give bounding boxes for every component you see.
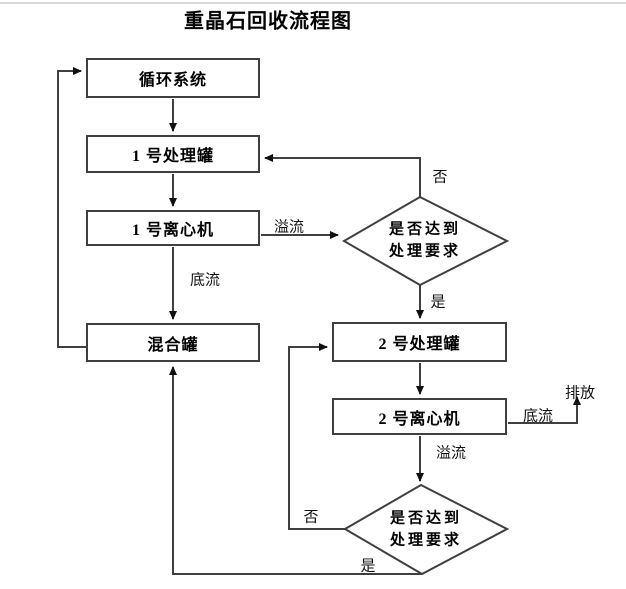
edge-label-yes-1: 是 <box>430 294 446 311</box>
edge-decision2-yes-to-mixing <box>169 366 422 575</box>
edge-decision1-no-to-tank1 <box>264 154 421 197</box>
node-centrifuge-1-label: 1 号离心机 <box>131 222 214 239</box>
node-treatment-tank-2: 2 号处理罐 <box>332 322 507 362</box>
page-top-border <box>0 2 626 4</box>
edge-label-yes-2: 是 <box>360 558 376 575</box>
edge-mixing-to-circulation <box>57 67 86 348</box>
node-centrifuge-2: 2 号离心机 <box>332 398 507 435</box>
edge-label-underflow-2: 底流 <box>522 408 554 425</box>
edge-label-overflow-2: 溢流 <box>435 445 467 462</box>
decision-2-label: 是否达到 处理要求 <box>389 510 463 548</box>
edge-label-overflow-1: 溢流 <box>273 219 305 236</box>
diagram-title: 重晶石回收流程图 <box>184 10 352 33</box>
decision-1-label: 是否达到 处理要求 <box>388 221 462 259</box>
edge-decision2-no-to-tank2 <box>288 343 345 530</box>
node-circulation-system: 循环系统 <box>86 58 260 98</box>
edge-label-no-1: 否 <box>432 169 448 186</box>
node-centrifuge-1: 1 号离心机 <box>86 210 260 246</box>
edge-centrifuge2-underflow-to-discharge <box>508 396 581 424</box>
node-mixing-tank: 混合罐 <box>86 323 260 362</box>
edge-label-no-2: 否 <box>303 509 319 526</box>
node-treatment-tank-1-label: 1 号处理罐 <box>131 148 214 165</box>
node-treatment-tank-1: 1 号处理罐 <box>86 135 260 173</box>
node-treatment-tank-2-label: 2 号处理罐 <box>378 336 461 353</box>
edge-label-discharge: 排放 <box>564 385 596 402</box>
edge-label-underflow-1: 底流 <box>189 272 221 289</box>
node-centrifuge-2-label: 2 号离心机 <box>378 410 461 428</box>
node-mixing-tank-label: 混合罐 <box>147 336 199 354</box>
node-circulation-system-label: 循环系统 <box>138 72 207 89</box>
